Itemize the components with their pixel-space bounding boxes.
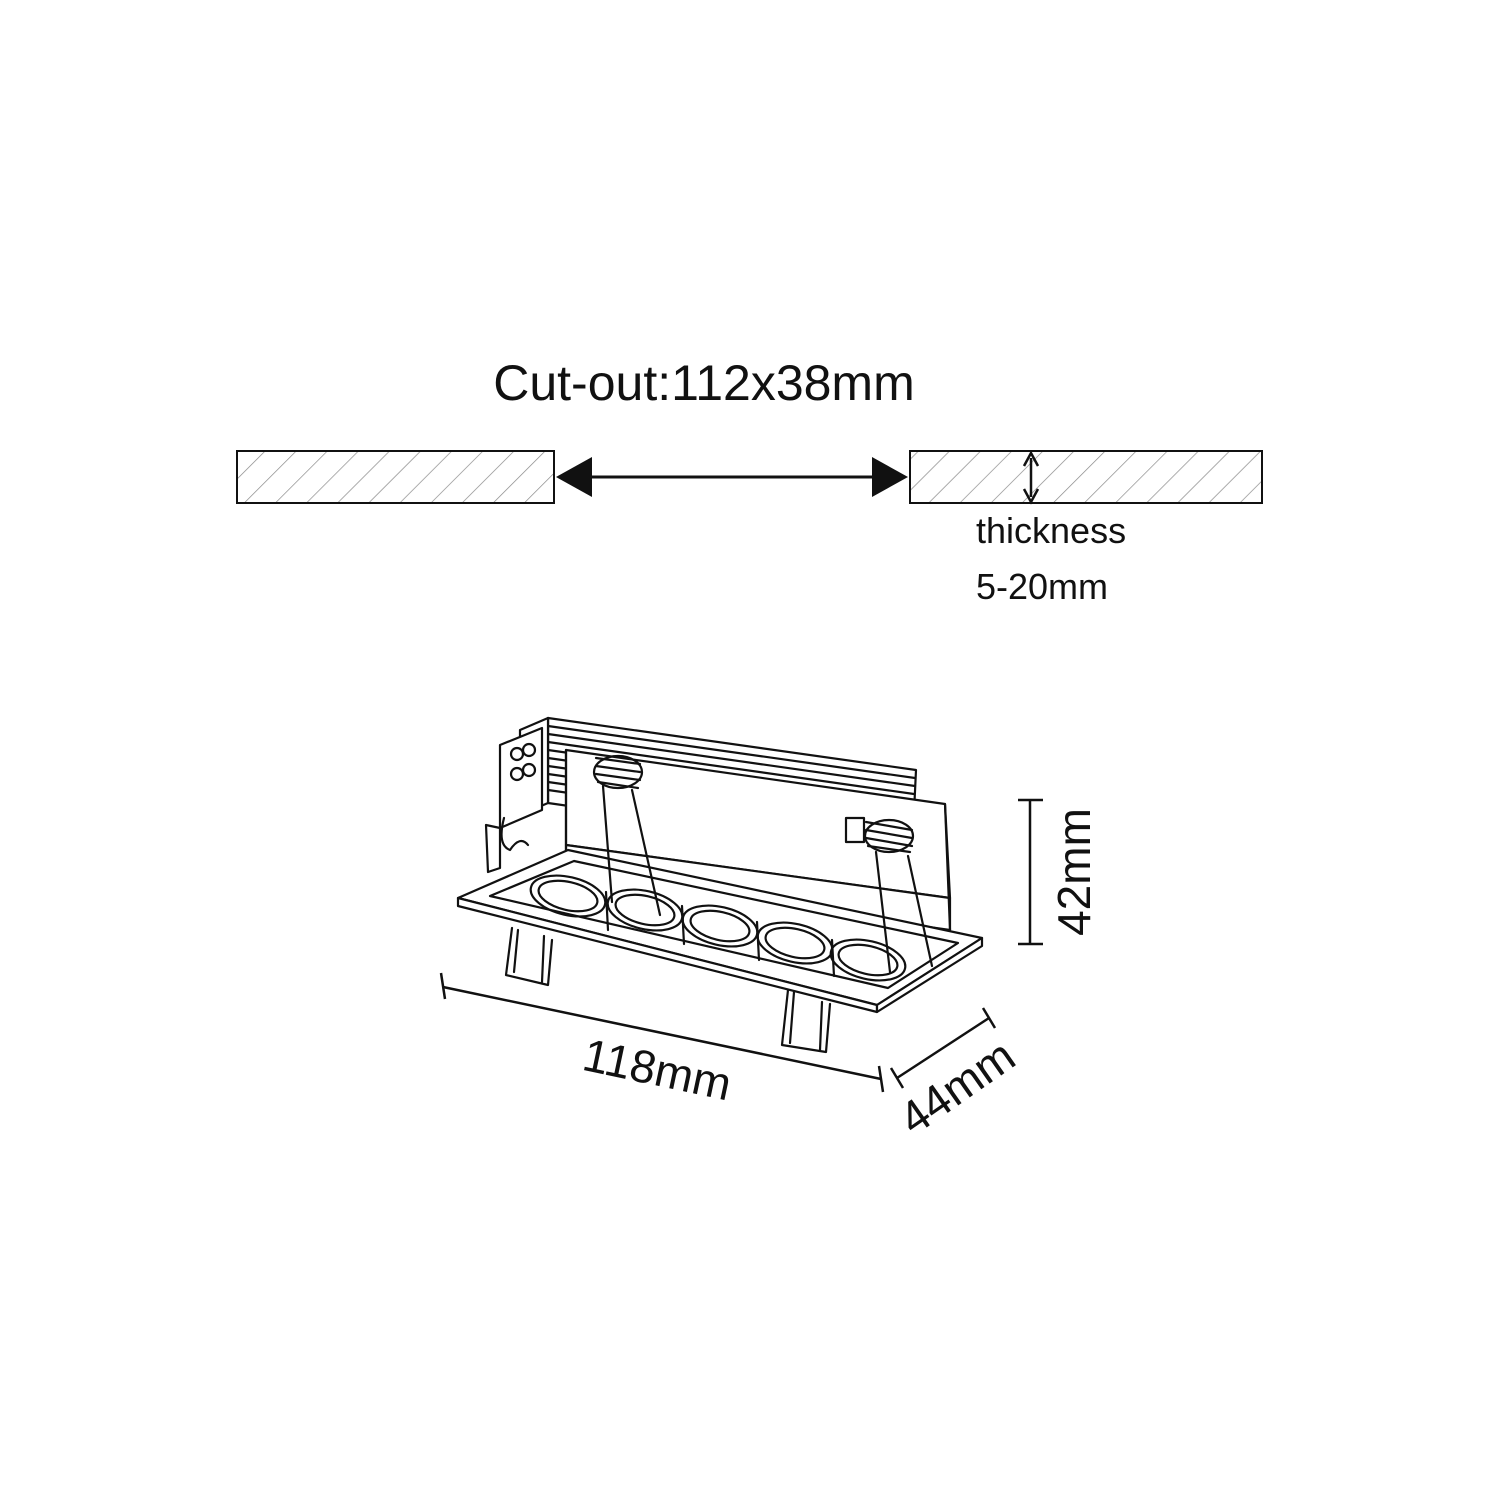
cutout-label: Cut-out:112x38mm <box>493 355 914 411</box>
terminal-block <box>484 726 544 874</box>
thickness-arrow <box>1022 450 1040 505</box>
cutout-dimension-arrow <box>556 457 908 497</box>
ceiling-panel-right <box>909 450 1263 504</box>
ceiling-panel-left <box>236 450 555 504</box>
lens-cell <box>529 874 607 918</box>
lens-cell <box>829 938 907 982</box>
width-dimension <box>889 1007 997 1089</box>
thickness-range: 5-20mm <box>976 566 1108 607</box>
length-label: 118mm <box>579 1028 737 1110</box>
width-label: 44mm <box>890 1029 1025 1145</box>
spring-clip-left <box>504 754 662 987</box>
fixture-drawing <box>456 716 984 1054</box>
lens-row <box>529 874 907 982</box>
length-dimension <box>439 972 885 1093</box>
thickness-label: thickness <box>976 510 1126 551</box>
spring-clip-right <box>780 816 934 1054</box>
height-dimension <box>1018 798 1043 946</box>
height-label: 42mm <box>1048 808 1100 936</box>
